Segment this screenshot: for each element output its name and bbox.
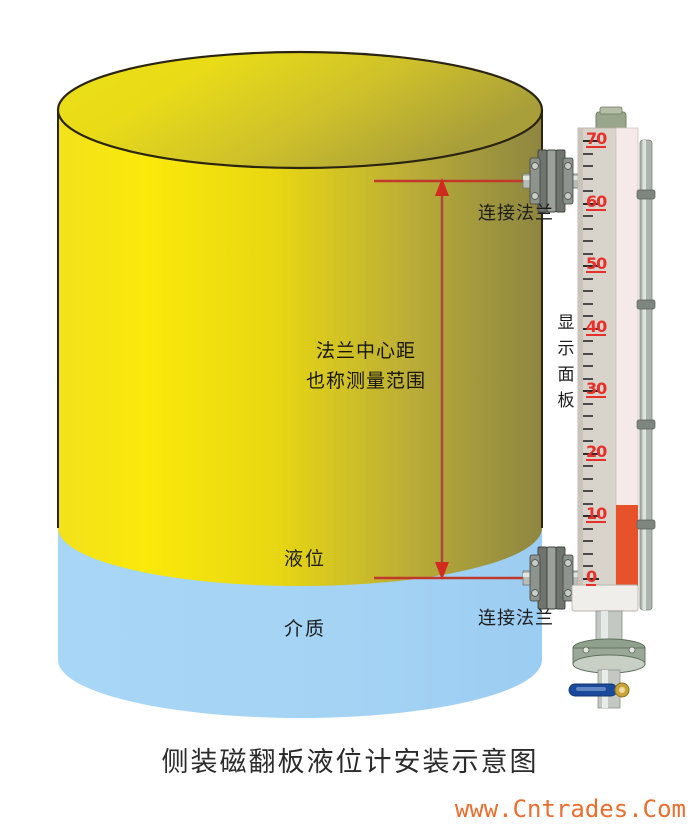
- scale-tick-major: [583, 578, 599, 580]
- scale-tick-minor: [583, 527, 593, 530]
- flag-column-filled: [616, 505, 638, 590]
- scale-tick-minor: [583, 552, 593, 555]
- scale-tick-minor: [583, 377, 593, 380]
- scale-tick-minor: [583, 352, 593, 355]
- scale-tick-minor: [583, 165, 593, 168]
- measurement-range-label: 法兰中心距 也称测量范围: [306, 336, 426, 396]
- scale-tick-minor: [583, 402, 593, 405]
- scale-tick-group: [583, 128, 617, 590]
- scale-tick-minor: [583, 152, 593, 155]
- flange-top-label: 连接法兰: [478, 203, 554, 224]
- scale-tick-minor: [583, 565, 593, 568]
- gauge-scale-panel: [577, 127, 617, 591]
- level-gauge: [568, 106, 656, 709]
- scale-tick-major: [583, 515, 599, 518]
- flange-upper: [529, 149, 574, 213]
- scale-tick-major: [583, 265, 599, 268]
- scale-tick-minor: [583, 302, 593, 305]
- ball-valve: [568, 682, 630, 698]
- liquid-level-label: 液位: [284, 548, 327, 570]
- scale-tick-minor: [583, 477, 593, 480]
- diagram-caption: 侧装磁翻板液位计安装示意图: [161, 747, 539, 778]
- gauge-bottom-neck: [595, 610, 623, 642]
- scale-tick-minor: [583, 440, 593, 443]
- scale-tick-minor: [583, 465, 593, 468]
- scale-tick-major: [583, 327, 599, 330]
- scale-tick-minor: [583, 365, 593, 368]
- tube-clamp: [636, 419, 656, 430]
- display-panel-char-0: 显: [557, 313, 575, 333]
- medium-label: 介质: [284, 618, 327, 640]
- scale-tick-minor: [583, 415, 593, 418]
- scale-tick-minor: [583, 277, 593, 280]
- scale-tick-minor: [583, 540, 593, 543]
- flange-lower: [529, 546, 574, 610]
- scale-tick-minor: [583, 427, 593, 430]
- scale-tick-minor: [583, 490, 593, 493]
- scale-tick-minor: [583, 177, 593, 180]
- scale-tick-major: [583, 390, 599, 393]
- tube-clamp: [636, 519, 656, 530]
- scale-tick-major: [583, 452, 599, 455]
- tank-top-rim: [56, 50, 544, 170]
- tank-body: [58, 110, 542, 586]
- scale-tick-major: [583, 202, 599, 205]
- display-panel-char-1: 示: [557, 339, 575, 359]
- scale-tick-minor: [583, 240, 593, 243]
- tube-clamp: [636, 189, 656, 200]
- range-arrow-head-up: [435, 178, 449, 196]
- site-watermark: www.Cntrades.Com: [454, 795, 686, 823]
- display-panel-char-3: 板: [557, 391, 575, 411]
- range-arrow-head-down: [435, 562, 449, 580]
- scale-tick-minor: [583, 315, 593, 318]
- scale-tick-minor: [583, 290, 593, 293]
- display-panel-char-2: 面: [557, 365, 575, 385]
- scale-tick-minor: [583, 215, 593, 218]
- display-panel-label: 显示面板: [556, 310, 576, 414]
- scale-tick-minor: [583, 190, 593, 193]
- scale-tick-minor: [583, 252, 593, 255]
- scale-tick-minor: [583, 340, 593, 343]
- scale-tick-major: [583, 140, 599, 142]
- scale-tick-minor: [583, 502, 593, 505]
- scale-tick-minor: [583, 227, 593, 230]
- measurement-annotation: [374, 178, 533, 580]
- flange-bottom-label: 连接法兰: [478, 608, 554, 629]
- range-label-line1: 法兰中心距: [316, 340, 417, 362]
- range-label-line2: 也称测量范围: [306, 370, 427, 392]
- tube-clamp: [636, 299, 656, 310]
